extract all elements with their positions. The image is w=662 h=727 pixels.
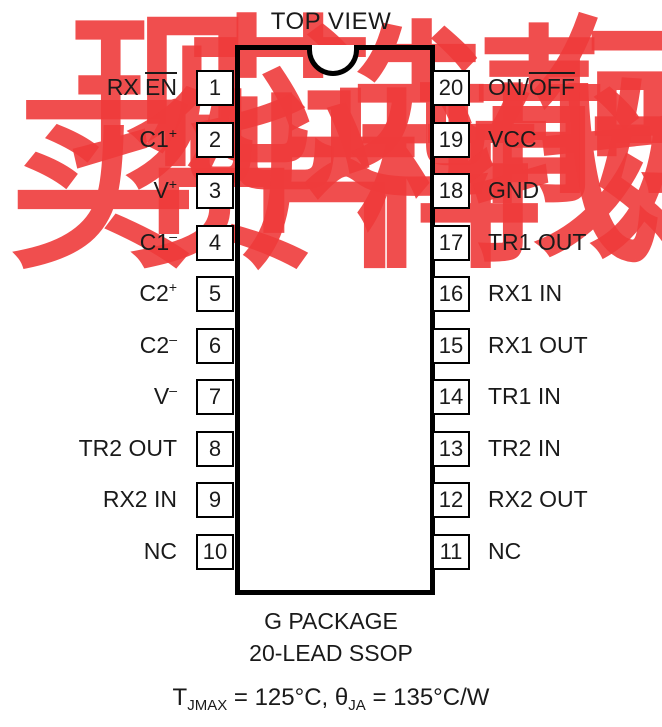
pin-label-text: TR1 OUT — [488, 229, 587, 255]
pin-number-box: 12 — [432, 482, 470, 518]
pin-label-text: TR2 IN — [488, 435, 561, 461]
pin-label: GND — [488, 174, 539, 206]
pin-label: RX EN — [107, 71, 177, 103]
pin-label: TR1 OUT — [488, 226, 586, 258]
pin-number-box: 20 — [432, 70, 470, 106]
pin-label-text: C1 — [139, 126, 169, 152]
pin-label-text: RX1 IN — [488, 280, 563, 306]
top-view-label: TOP VIEW — [270, 8, 392, 35]
theta-value: = 135°C/W — [365, 684, 490, 711]
theta-subscript: JA — [348, 697, 366, 714]
pin-label-superscript: – — [169, 228, 177, 244]
pin-label: TR2 OUT — [79, 432, 177, 464]
pin-label: C2+ — [139, 277, 177, 309]
pin-label-text: RX1 OUT — [488, 332, 588, 358]
pin-label-text: GND — [488, 177, 540, 203]
pin-label-text: C2 — [139, 280, 169, 306]
pin-label: NC — [144, 535, 177, 567]
pin-label: RX1 OUT — [488, 329, 588, 361]
pin-label-superscript: + — [168, 125, 177, 141]
pin-number-box: 19 — [432, 122, 470, 158]
watermark-char: 好 — [589, 64, 662, 285]
pin-label: V+ — [153, 174, 177, 206]
pin-label-text: NC — [488, 538, 522, 564]
pin-label: VCC — [488, 123, 537, 155]
pin-label: RX2 IN — [103, 483, 177, 515]
pin-label: C1– — [140, 226, 177, 258]
pin-label-overbar-text: EN — [145, 74, 177, 100]
pin-number-box: 6 — [196, 328, 234, 364]
pin-label: C2– — [140, 329, 177, 361]
tjmax-subscript: JMAX — [187, 697, 228, 714]
pin-number-box: 15 — [432, 328, 470, 364]
ic-package-body — [235, 45, 435, 595]
pin-label: V– — [154, 380, 177, 412]
pin-label-text: C1 — [139, 229, 170, 255]
pin-label-superscript: – — [169, 331, 177, 347]
pin-label-text: RX — [106, 74, 139, 100]
pin-label-superscript: + — [168, 176, 177, 192]
pin-number-box: 4 — [196, 225, 234, 261]
pin-label: NC — [488, 535, 521, 567]
pin-label: RX1 IN — [488, 277, 562, 309]
pin-number-box: 13 — [432, 431, 470, 467]
pin-label-overbar-text: OFF — [528, 74, 575, 100]
pin-number-box: 1 — [196, 70, 234, 106]
pin-label-text: C2 — [139, 332, 170, 358]
pin-number-box: 7 — [196, 379, 234, 415]
pin-label-text: NC — [143, 538, 177, 564]
pin-number-box: 8 — [196, 431, 234, 467]
tjmax-value: = 125°C, — [227, 684, 335, 711]
pin-label: ON/OFF — [488, 71, 575, 103]
pin-number-box: 14 — [432, 379, 470, 415]
pin-label-superscript: – — [169, 382, 177, 398]
pin-label: RX2 OUT — [488, 483, 588, 515]
pin-label-text: RX2 IN — [102, 486, 177, 512]
pin-label-text: TR2 OUT — [78, 435, 177, 461]
pin-number-box: 5 — [196, 276, 234, 312]
pin-number-box: 18 — [432, 173, 470, 209]
pin-number-box: 11 — [432, 534, 470, 570]
package-type: 20-LEAD SSOP — [249, 640, 413, 666]
pin-number-box: 17 — [432, 225, 470, 261]
pin-label-text: ON/ — [488, 74, 529, 100]
theta-symbol: θ — [334, 684, 349, 711]
pin-number-box: 3 — [196, 173, 234, 209]
pin-number-box: 16 — [432, 276, 470, 312]
pin-label-superscript: + — [168, 279, 177, 295]
pin-label-text: V — [153, 177, 169, 203]
pin-label-text: TR1 IN — [488, 383, 561, 409]
pin-label-text: RX2 OUT — [488, 486, 588, 512]
pin-number-box: 9 — [196, 482, 234, 518]
pin-number-box: 10 — [196, 534, 234, 570]
thermal-spec: TJMAX = 125°C, θJA = 135°C/W — [0, 684, 662, 714]
pin-label: C1+ — [139, 123, 177, 155]
tjmax-symbol: T — [172, 684, 188, 711]
pin-number-box: 2 — [196, 122, 234, 158]
pin-label: TR1 IN — [488, 380, 561, 412]
pin-label-text: V — [153, 383, 170, 409]
pin-label-text: VCC — [488, 126, 537, 152]
pin-label: TR2 IN — [488, 432, 561, 464]
package-name: G PACKAGE — [264, 608, 398, 634]
